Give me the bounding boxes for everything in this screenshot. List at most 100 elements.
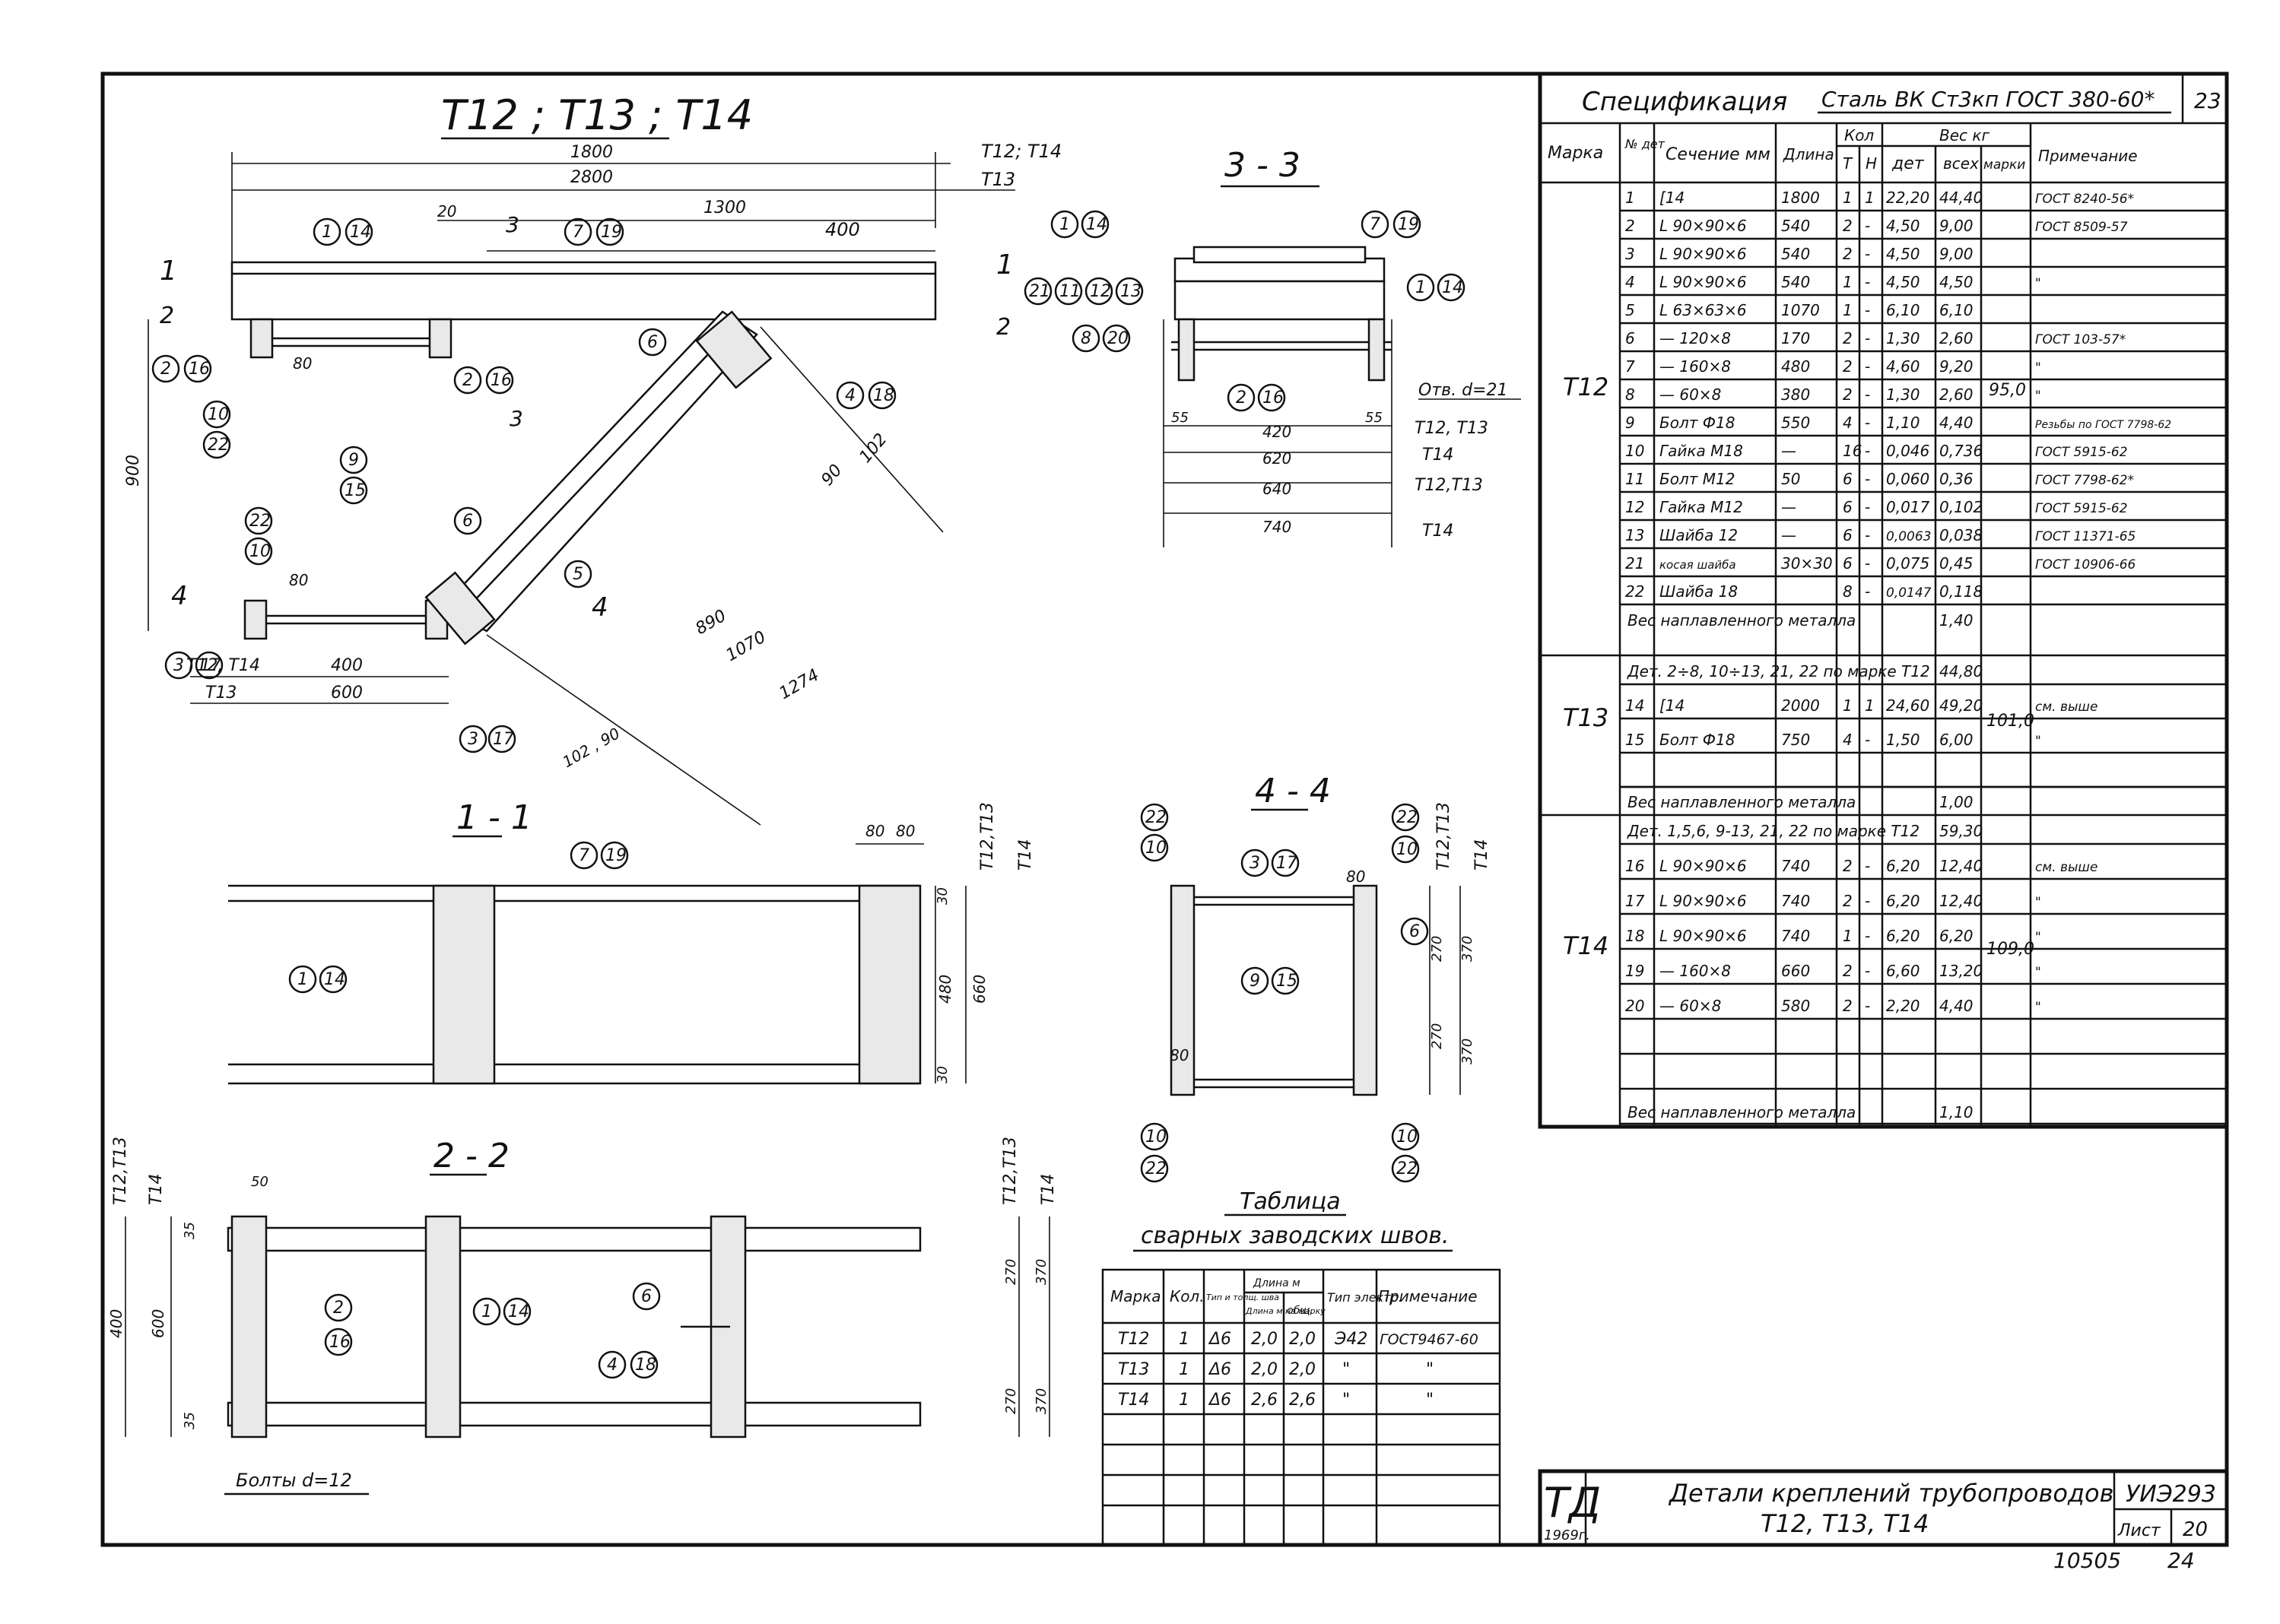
spec-t12-r1-c2: 540 xyxy=(1781,217,1810,235)
spec-t13-r0-c7: см. выше xyxy=(2035,699,2097,715)
svg-text:T12; T14: T12; T14 xyxy=(981,141,1062,162)
svg-text:35: 35 xyxy=(182,1412,198,1429)
spec-t14-r1-c0: 17 xyxy=(1625,892,1645,910)
svg-text:Δ6: Δ6 xyxy=(1208,1391,1231,1410)
spec-t12-r3-c2: 540 xyxy=(1781,273,1810,291)
spec-t14-r0-c7: см. выше xyxy=(2035,860,2097,875)
svg-text:19: 19 xyxy=(601,223,622,242)
svg-text:T12,T13: T12,T13 xyxy=(111,1137,130,1205)
svg-text:15: 15 xyxy=(345,481,366,500)
svg-text:T12, T13, T14: T12, T13, T14 xyxy=(1761,1509,1929,1538)
spec-t12-r0-c2: 1800 xyxy=(1781,189,1820,207)
svg-text:14: 14 xyxy=(1442,278,1463,297)
spec-t12-r10-c0: 11 xyxy=(1625,470,1644,488)
svg-text:15: 15 xyxy=(1276,972,1297,991)
svg-text:370: 370 xyxy=(1459,1039,1475,1064)
svg-text:1: 1 xyxy=(481,1302,492,1321)
svg-text:12: 12 xyxy=(1090,282,1111,301)
svg-text:общ.: общ. xyxy=(1287,1305,1313,1317)
spec-t14-weld-label: Вес наплавленного металла xyxy=(1627,1103,1856,1121)
svg-text:7: 7 xyxy=(573,223,583,242)
svg-text:1: 1 xyxy=(1179,1360,1189,1379)
svg-text:Таблица: Таблица xyxy=(1240,1188,1341,1215)
spec-t12-r7-c4: - xyxy=(1865,385,1870,404)
svg-text:T14: T14 xyxy=(1472,839,1491,871)
spec-t14-r3-c4: - xyxy=(1865,962,1870,980)
svg-text:600: 600 xyxy=(149,1309,167,1338)
svg-text:35: 35 xyxy=(182,1222,198,1239)
spec-t12-r7-c0: 8 xyxy=(1625,385,1635,404)
channel-beam xyxy=(230,261,937,321)
svg-text:10: 10 xyxy=(208,405,229,424)
spec-t12-r7-c5: 1,30 xyxy=(1886,385,1920,404)
spec-t12-r13-c2: 30×30 xyxy=(1781,554,1833,573)
svg-text:": " xyxy=(1426,1391,1434,1410)
svg-text:16: 16 xyxy=(1262,389,1284,408)
svg-text:T12,T13: T12,T13 xyxy=(1434,802,1453,871)
svg-text:21: 21 xyxy=(1029,282,1050,301)
spec-t13-r0-c2: 2000 xyxy=(1781,696,1820,715)
svg-text:80: 80 xyxy=(865,822,884,840)
svg-text:400: 400 xyxy=(107,1309,125,1338)
svg-text:2: 2 xyxy=(462,371,473,390)
spec-t12-r10-c7: ГОСТ 7798-62* xyxy=(2035,473,2134,488)
svg-text:10: 10 xyxy=(1145,839,1167,858)
spec-t12-r7-c6: 2,60 xyxy=(1939,385,1974,404)
svg-text:22: 22 xyxy=(208,436,229,455)
spec-t12-r10-c4: - xyxy=(1865,470,1870,488)
svg-text:дет: дет xyxy=(1891,154,1925,173)
svg-text:2,0: 2,0 xyxy=(1289,1330,1316,1349)
svg-text:10: 10 xyxy=(249,542,271,561)
spec-t13-r0-c6: 49,20 xyxy=(1939,696,1983,715)
svg-text:3 - 3: 3 - 3 xyxy=(1224,146,1300,185)
svg-text:1: 1 xyxy=(1179,1330,1189,1349)
svg-text:всех: всех xyxy=(1943,154,1979,173)
spec-t12-r14-c1: Шайба 18 xyxy=(1659,582,1738,601)
spec-t12-r0-c6: 44,40 xyxy=(1939,189,1983,207)
svg-text:30: 30 xyxy=(935,887,951,905)
svg-text:7: 7 xyxy=(579,846,589,865)
svg-text:55: 55 xyxy=(1365,410,1383,426)
spec-t12-r2-c4: - xyxy=(1865,245,1870,263)
spec-t12-r11-c5: 0,017 xyxy=(1886,498,1930,516)
svg-text:1: 1 xyxy=(1415,278,1426,297)
spec-t13-r1-c5: 1,50 xyxy=(1886,731,1920,749)
spec-t14-r0-c6: 12,40 xyxy=(1939,857,1983,875)
section-3-3: 3 - 3 55 420 55 620 640 740 T12, T13 T14… xyxy=(1024,146,1521,547)
spec-t14-r0-c1: L 90×90×6 xyxy=(1659,857,1747,875)
svg-text:Лист: Лист xyxy=(2117,1521,2161,1540)
spec-t12-r8-c3: 4 xyxy=(1843,414,1853,432)
svg-text:22: 22 xyxy=(1396,808,1418,827)
svg-text:14: 14 xyxy=(1086,215,1107,234)
spec-t14-r4-c6: 4,40 xyxy=(1939,997,1974,1015)
title-stamp: ТД 1969г. Детали креплений трубопроводов… xyxy=(1538,1469,2229,1573)
svg-text:18: 18 xyxy=(873,386,894,405)
svg-text:6: 6 xyxy=(1409,922,1420,941)
svg-text:T13: T13 xyxy=(205,684,237,703)
spec-t14-ref: Дет. 1,5,6, 9-13, 21, 22 по марке T12 xyxy=(1627,822,1920,840)
spec-t13-r1-c3: 4 xyxy=(1843,731,1853,749)
spec-t12-r4-c5: 6,10 xyxy=(1886,301,1920,319)
spec-t12-r12-c5: 0,0063 xyxy=(1886,529,1931,544)
svg-text:17: 17 xyxy=(493,730,514,749)
svg-text:600: 600 xyxy=(331,684,363,703)
svg-text:14: 14 xyxy=(508,1302,529,1321)
svg-text:T12,T13: T12,T13 xyxy=(1001,1137,1020,1205)
spec-t12-r2-c1: L 90×90×6 xyxy=(1659,245,1747,263)
svg-text:Длина м на марку: Длина м на марку xyxy=(1245,1306,1326,1316)
svg-text:T12,T13: T12,T13 xyxy=(978,802,997,871)
spec-t14-r1-c4: - xyxy=(1865,892,1870,910)
svg-text:T13: T13 xyxy=(1118,1360,1149,1379)
spec-t12-r8-c6: 4,40 xyxy=(1939,414,1974,432)
svg-text:24: 24 xyxy=(2167,1548,2195,1573)
svg-text:370: 370 xyxy=(1459,936,1475,962)
svg-text:10: 10 xyxy=(1145,1128,1167,1147)
main-plan-view: 1800 2800 1300 400 T12; T14 T13 20 80 80… xyxy=(124,141,1062,826)
svg-text:1300: 1300 xyxy=(703,198,746,217)
svg-text:900: 900 xyxy=(124,455,143,487)
svg-text:400: 400 xyxy=(825,219,860,240)
svg-text:4: 4 xyxy=(592,592,608,623)
svg-text:T14: T14 xyxy=(1039,1174,1058,1205)
svg-text:Н: Н xyxy=(1866,154,1877,173)
spec-t12-r12-c1: Шайба 12 xyxy=(1659,526,1738,544)
